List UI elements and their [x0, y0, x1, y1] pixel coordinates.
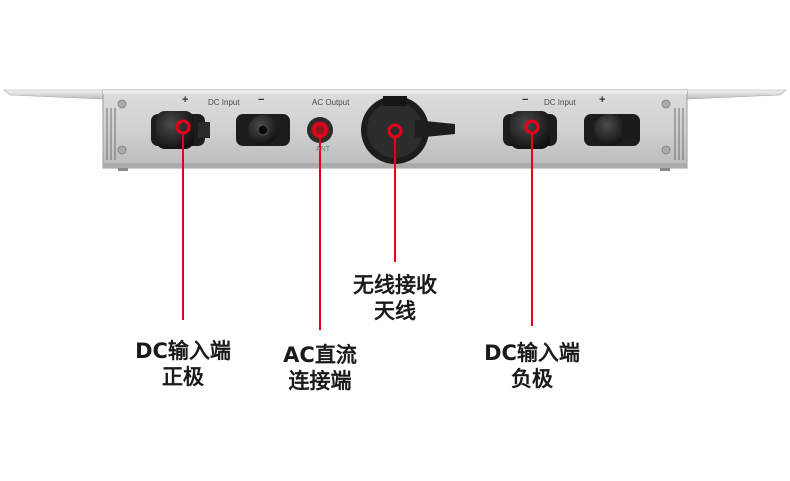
callout-dc-positive-line1: DC输入端 [135, 339, 231, 363]
callout-ac-line1: AC直流 [283, 343, 357, 367]
dc-negative-connector-left [236, 114, 290, 146]
left-cooling-fins [106, 108, 116, 160]
left-plus-sign: + [182, 94, 189, 106]
right-mounting-wing [685, 89, 787, 100]
ant-mark: ANT [316, 146, 330, 153]
callout-dc-positive: DC输入端 正极 [124, 338, 242, 390]
ac-output-label: AC Output [312, 98, 350, 107]
right-minus-sign: − [522, 94, 529, 106]
callout-dc-negative: DC输入端 负极 [473, 340, 591, 392]
left-dc-input-label: DC Input [208, 98, 240, 107]
callout-antenna-line1: 无线接收 [353, 273, 437, 297]
antenna-connector [361, 96, 455, 164]
callout-dc-negative-line1: DC输入端 [484, 341, 580, 365]
left-mounting-wing [3, 89, 105, 100]
callout-ac-connector: AC直流 连接端 [262, 342, 378, 394]
right-plus-sign: + [599, 94, 606, 106]
dc-negative-connector-right [503, 111, 557, 149]
dc-positive-connector-right [584, 114, 640, 146]
right-dc-input-label: DC Input [544, 98, 576, 107]
right-cooling-fins [674, 108, 684, 160]
callout-dc-negative-line2: 负极 [511, 367, 553, 391]
dc-positive-connector-left [151, 111, 210, 149]
callout-ac-line2: 连接端 [288, 369, 352, 393]
callout-antenna: 无线接收 天线 [336, 272, 454, 324]
callout-antenna-line2: 天线 [374, 299, 416, 323]
callout-dc-positive-line2: 正极 [162, 365, 204, 389]
left-minus-sign: − [258, 94, 265, 106]
